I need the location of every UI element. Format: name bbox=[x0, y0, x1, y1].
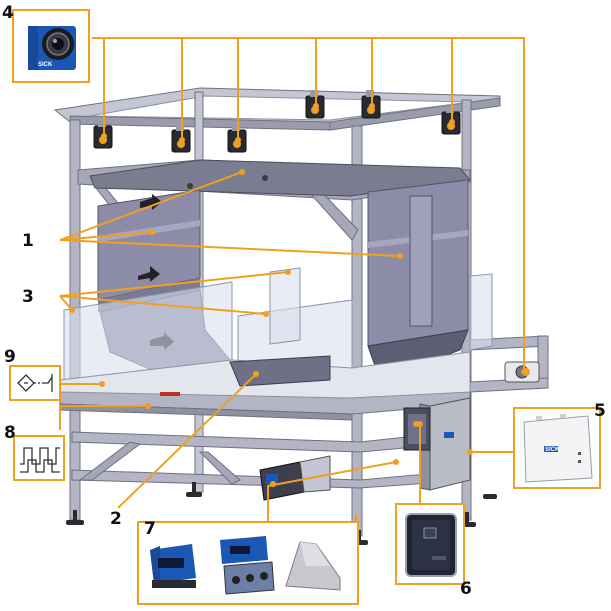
callout-camera: SICK bbox=[12, 9, 90, 83]
pulse-signal-icon bbox=[20, 447, 60, 473]
label-4: 4 bbox=[2, 3, 14, 23]
controller-product-image: SICK bbox=[523, 414, 593, 483]
camera-product-image: SICK bbox=[28, 26, 76, 70]
leader-dots bbox=[69, 103, 527, 465]
scanner-on-machine bbox=[259, 455, 331, 501]
display-unit-on-machine bbox=[403, 407, 431, 451]
label-7: 7 bbox=[144, 519, 156, 539]
mounting-bracket-image bbox=[285, 541, 341, 591]
scanner-controller-image bbox=[220, 536, 275, 595]
upper-tray bbox=[89, 159, 471, 197]
label-3: 3 bbox=[22, 287, 34, 307]
label-9: 9 bbox=[4, 347, 16, 367]
label-6: 6 bbox=[460, 579, 472, 599]
controller-brand-logo: SICK bbox=[545, 447, 560, 453]
label-2: 2 bbox=[110, 509, 122, 529]
callout-controller: SICK bbox=[513, 407, 601, 489]
callout-display-unit bbox=[395, 503, 465, 585]
label-1: 1 bbox=[22, 231, 34, 251]
callout-scanner-devices bbox=[137, 521, 359, 605]
callout-encoder bbox=[13, 435, 65, 481]
number-labels: 4 1 3 9 8 2 7 5 6 bbox=[2, 3, 606, 599]
right-panel-cylinder bbox=[409, 195, 433, 327]
barcode-scanner-image bbox=[150, 544, 196, 588]
callout-proximity-sensor bbox=[9, 365, 61, 401]
display-unit-product-image bbox=[405, 513, 457, 577]
proximity-sensor-icon bbox=[17, 374, 53, 392]
camera-brand-logo: SICK bbox=[38, 62, 53, 68]
label-5: 5 bbox=[594, 401, 606, 421]
label-8: 8 bbox=[4, 423, 16, 443]
hopper-base bbox=[59, 351, 471, 399]
